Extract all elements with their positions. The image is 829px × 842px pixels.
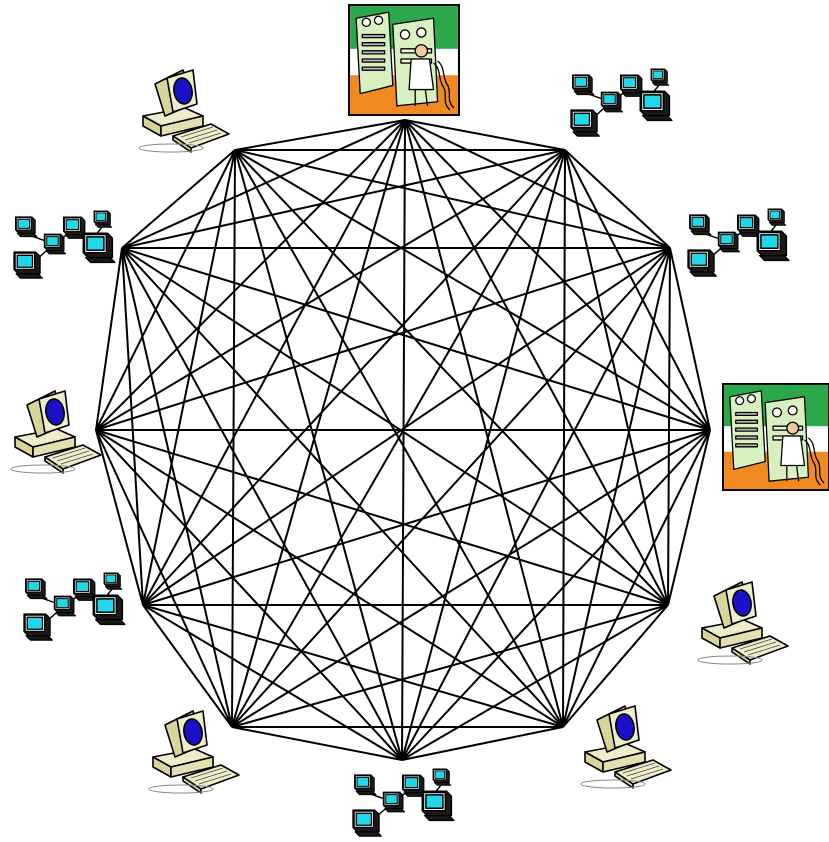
mesh-link-n1-n5 xyxy=(562,149,566,728)
mesh-link-n2-n9 xyxy=(95,247,671,431)
mesh-link-n8-n9 xyxy=(95,429,144,606)
workgroup-network-icon xyxy=(571,69,672,136)
mesh-link-n0-n8 xyxy=(142,119,406,606)
mesh-link-n9-n10 xyxy=(95,247,123,431)
desktop-computer-icon xyxy=(10,390,102,474)
mesh-link-n1-n3 xyxy=(564,149,711,431)
mesh-link-n2-n6 xyxy=(401,247,671,761)
mesh-link-n5-n11 xyxy=(234,149,564,728)
desktop-computer-icon xyxy=(580,705,672,789)
network-nodes xyxy=(10,4,829,836)
mesh-link-n4-n11 xyxy=(234,149,669,606)
mesh-link-n0-n10 xyxy=(121,119,406,249)
mesh-link-n2-n8 xyxy=(142,247,671,606)
desktop-computer-icon xyxy=(138,69,230,153)
mesh-link-n6-n8 xyxy=(142,604,403,761)
mesh-link-n3-n5 xyxy=(562,429,711,728)
mesh-link-n0-n3 xyxy=(404,119,711,431)
workgroup-network-icon xyxy=(688,209,789,276)
mesh-link-n3-n6 xyxy=(401,429,711,761)
desktop-computer-icon xyxy=(148,710,240,794)
mesh-link-n2-n4 xyxy=(667,247,671,606)
desktop-computer-icon xyxy=(697,581,789,665)
mainframe-icon xyxy=(722,383,829,491)
mesh-link-n1-n4 xyxy=(564,149,669,606)
mesh-link-n0-n6 xyxy=(401,119,406,761)
mesh-link-n1-n9 xyxy=(95,149,566,431)
mesh-link-n1-n2 xyxy=(564,149,671,249)
mesh-link-n5-n8 xyxy=(142,604,564,728)
mesh-link-n7-n8 xyxy=(142,604,233,728)
mesh-link-n10-n11 xyxy=(121,149,236,249)
mesh-link-n3-n4 xyxy=(667,429,711,606)
mesh-link-n7-n11 xyxy=(231,149,236,728)
mainframe-icon xyxy=(348,4,460,116)
mesh-link-n6-n7 xyxy=(231,726,403,761)
mesh-link-n6-n10 xyxy=(121,247,403,761)
workgroup-network-icon xyxy=(14,211,115,278)
mesh-link-n6-n11 xyxy=(234,149,403,761)
mesh-link-n8-n11 xyxy=(142,149,236,606)
mesh-link-n0-n11 xyxy=(234,119,406,151)
mesh-link-n3-n7 xyxy=(231,429,711,728)
mesh-link-n7-n10 xyxy=(121,247,233,728)
mesh-link-n8-n10 xyxy=(121,247,144,606)
mesh-link-n0-n2 xyxy=(404,119,671,249)
mesh-link-n9-n11 xyxy=(95,149,236,431)
mesh-link-n5-n9 xyxy=(95,429,564,728)
mesh-link-n1-n8 xyxy=(142,149,566,606)
mesh-link-n2-n3 xyxy=(669,247,711,431)
mesh-connections xyxy=(95,119,711,761)
mesh-link-n2-n7 xyxy=(231,247,671,728)
mesh-link-n2-n11 xyxy=(234,149,671,249)
mesh-link-n0-n9 xyxy=(95,119,406,431)
mesh-link-n4-n7 xyxy=(231,604,669,728)
mesh-link-n4-n5 xyxy=(562,604,669,728)
mesh-link-n6-n9 xyxy=(95,429,403,761)
mesh-link-n1-n6 xyxy=(401,149,566,761)
mesh-link-n4-n9 xyxy=(95,429,669,606)
mesh-link-n0-n7 xyxy=(231,119,406,728)
mesh-link-n3-n11 xyxy=(234,149,711,431)
mesh-link-n3-n8 xyxy=(142,429,711,606)
workgroup-network-icon xyxy=(353,769,454,836)
mesh-link-n0-n1 xyxy=(404,119,566,151)
mesh-link-n4-n10 xyxy=(121,247,669,606)
mesh-link-n5-n6 xyxy=(401,726,564,761)
mesh-link-n7-n9 xyxy=(95,429,233,728)
mesh-link-n0-n5 xyxy=(404,119,564,728)
workgroup-network-icon xyxy=(24,573,125,640)
mesh-link-n4-n6 xyxy=(401,604,669,761)
mesh-link-n5-n10 xyxy=(121,247,564,728)
mesh-link-n1-n10 xyxy=(121,149,566,249)
mesh-link-n0-n4 xyxy=(404,119,669,606)
